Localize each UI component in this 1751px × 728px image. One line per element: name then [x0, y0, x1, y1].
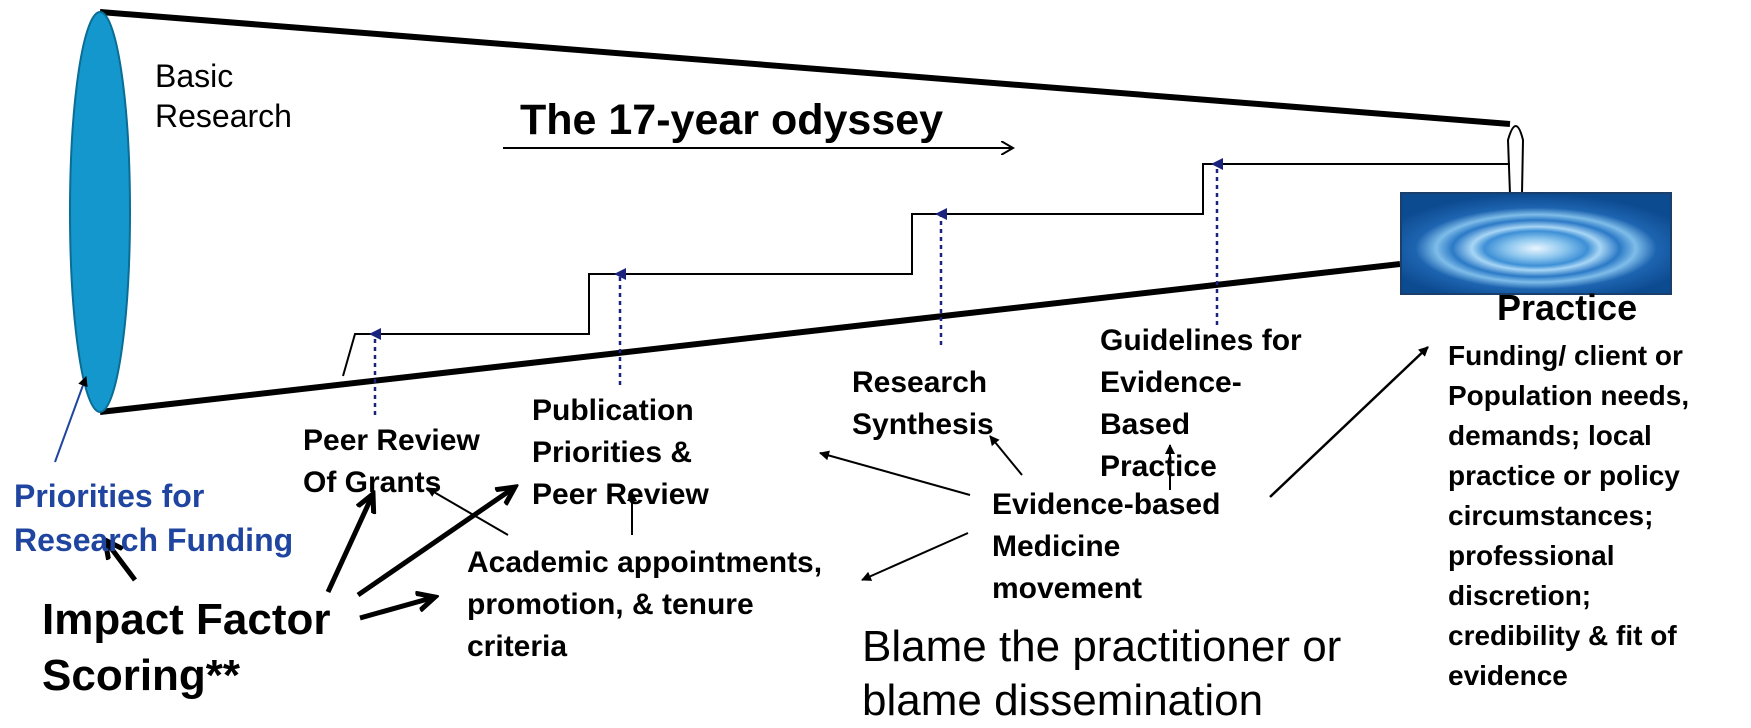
practice-label: Practice — [1497, 287, 1638, 328]
priorities-pointer — [54, 376, 88, 463]
peer-review-grants-label: Peer Review Of Grants — [303, 424, 480, 499]
impact-arrow-publication — [356, 487, 515, 598]
ebm-arrow-academic — [861, 532, 969, 581]
ebm-arrow-synthesis — [989, 435, 1023, 476]
diagram-title: The 17-year odyssey — [520, 96, 944, 144]
ebm-movement-label: Evidence-based Medicine movement — [992, 488, 1221, 605]
cone-small-end — [1506, 125, 1525, 195]
guidelines-label: Guidelines for Evidence- Based Practice — [1100, 324, 1302, 483]
blame-label: Blame the practitioner or blame dissemin… — [862, 622, 1342, 725]
practice-factors-label: Funding/ client or Population needs, dem… — [1448, 340, 1690, 691]
research-synthesis-label: Research Synthesis — [852, 366, 994, 441]
publication-priorities-label: Publication Priorities & Peer Review — [532, 394, 709, 511]
impact-arrow-grants — [325, 494, 373, 594]
water-ripple-image — [1400, 192, 1672, 295]
priorities-funding-label: Priorities for Research Funding — [14, 478, 294, 558]
staircase-line — [342, 163, 1510, 377]
cone-top-edge — [99, 9, 1511, 127]
ebm-arrow-practice — [1269, 346, 1429, 498]
academic-arrow-grants — [426, 487, 509, 536]
ebm-arrow-publication — [819, 450, 971, 496]
basic-research-label: Basic Research — [155, 58, 292, 134]
academic-appointments-label: Academic appointments, promotion, & tenu… — [467, 546, 823, 663]
impact-arrow-academic — [359, 597, 435, 621]
impact-factor-label: Impact Factor Scoring** — [42, 595, 331, 700]
impact-arrow-priorities — [105, 540, 137, 582]
cone-opening — [69, 11, 131, 413]
cone-bottom-edge — [99, 261, 1401, 415]
